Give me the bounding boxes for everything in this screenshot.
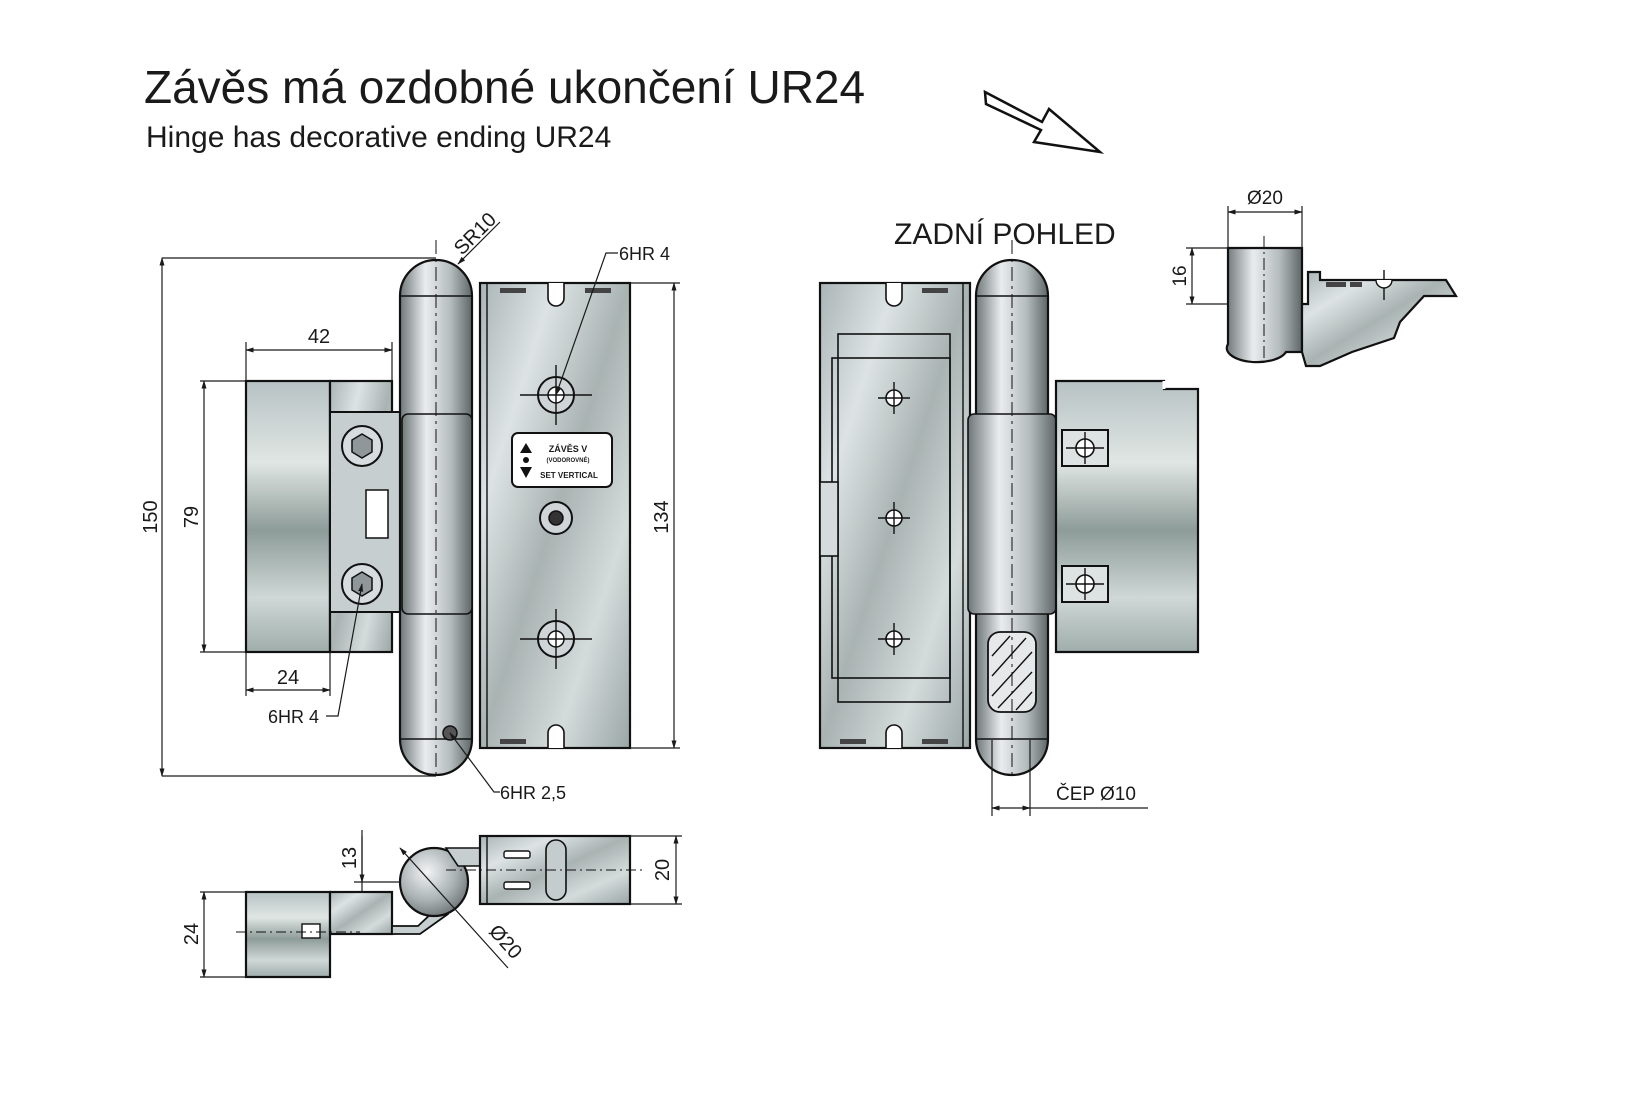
page-subtitle: Hinge has decorative ending UR24 (146, 121, 612, 154)
label-plate-line3: SET VERTICAL (540, 471, 598, 480)
dim-hr25: 6HR 2,5 (500, 783, 566, 803)
screw-icon (341, 425, 383, 467)
front-view: ZÁVĚS V (VODOROVNÉ) SET VERTICAL (244, 240, 632, 778)
hole-icon (878, 502, 910, 534)
bottom-view (236, 834, 646, 979)
dim-pin: ČEP Ø10 (1056, 783, 1136, 805)
label-plate-line2: (VODOROVNÉ) (546, 456, 589, 464)
dim-sr10: SR10 (450, 209, 501, 260)
hole-icon (878, 623, 910, 655)
square-nut-icon (1061, 429, 1109, 467)
dim-24-side: 24 (181, 923, 203, 945)
screw-icon (539, 501, 573, 535)
dim-hr4-top: 6HR 4 (619, 244, 670, 264)
direction-arrow-icon (983, 89, 1105, 154)
back-dimensions: ČEP Ø10 (991, 740, 1148, 816)
dim-dia20-top: Ø20 (1247, 188, 1283, 209)
page-title: Závěs má ozdobné ukončení UR24 (144, 61, 866, 113)
dim-16: 16 (1170, 265, 1191, 286)
dim-150: 150 (140, 500, 162, 533)
dim-13: 13 (339, 847, 361, 869)
label-plate-line1: ZÁVĚS V (549, 443, 588, 454)
detail-dimensions: Ø20 16 (1170, 188, 1303, 305)
square-nut-icon (1061, 565, 1109, 603)
hole-icon (878, 382, 910, 414)
top-detail-view (1225, 236, 1458, 368)
brand-logo (365, 489, 389, 539)
dim-42: 42 (308, 326, 330, 348)
dim-24: 24 (277, 667, 299, 689)
dim-79: 79 (181, 506, 203, 528)
back-view (818, 240, 1200, 778)
dim-20-side: 20 (652, 859, 674, 881)
dim-hr4-bottom: 6HR 4 (268, 707, 319, 727)
dim-134: 134 (651, 500, 673, 533)
back-right-mount-block (1054, 379, 1200, 654)
bottom-mount (328, 890, 394, 936)
back-view-label: ZADNÍ POHLED (894, 218, 1116, 251)
front-barrel-sleeve (401, 413, 473, 615)
front-left-glass-block (244, 379, 332, 654)
dim-dia20-bottom: Ø20 (484, 921, 526, 964)
label-plate: ZÁVĚS V (VODOROVNÉ) SET VERTICAL (511, 432, 613, 488)
detail-plate (1300, 270, 1458, 368)
